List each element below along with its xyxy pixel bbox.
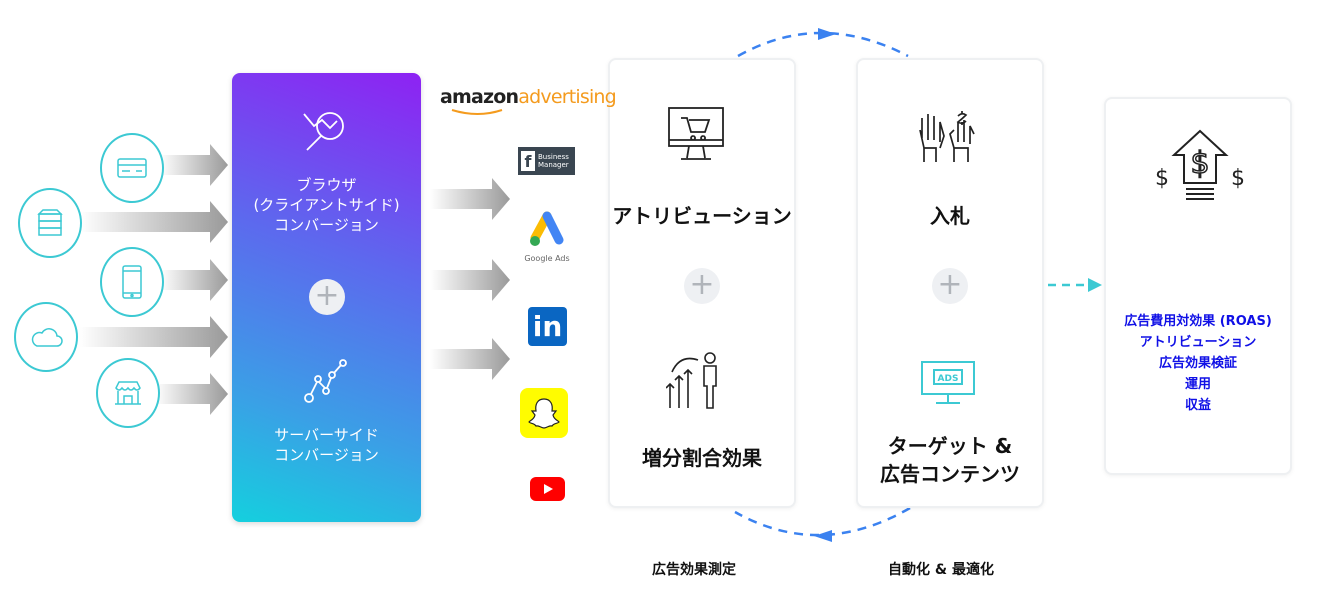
google-ads-icon [530,211,564,246]
computer-cart-icon [668,107,724,160]
facebook-business-manager-logo: f Business Manager [518,147,575,175]
svg-text:ADS: ADS [938,374,959,384]
outcome-card: $ $ $ 広告費用対効果 (ROAS) アトリビューション 広告効果検証 運用 収… [1104,97,1292,475]
automation-caption: 自動化 & 最適化 [888,562,994,578]
line-chart-icon [304,359,347,403]
server-label-1: サーバーサイド [274,426,379,444]
outcome-item: 収益 [1184,398,1211,413]
conversion-box: ブラウザ (クライアントサイド) コンバージョン + サーバーサイド コンバージ… [232,73,421,522]
browser-label-2: (クライアントサイド) [253,196,400,214]
bidding-label: 入札 [930,204,970,228]
plus-icon: + [684,268,720,304]
targeting-label-1: ターゲット & [887,434,1013,458]
outcome-item: 広告効果検証 [1158,356,1237,371]
incrementality-person-icon [666,352,717,409]
google-ads-logo: Google Ads [522,210,572,263]
outcome-item: 広告費用対効果 (ROAS) [1124,314,1272,329]
server-label-2: コンバージョン [274,446,379,464]
cloud-source [14,302,78,372]
phone-source [100,247,164,317]
loop-arrow-bottom [734,506,911,537]
server-source [18,188,82,258]
measurement-caption: 広告効果測定 [652,562,736,578]
plus-icon: + [932,268,968,304]
server-icon [37,209,63,236]
snapchat-logo [520,388,568,438]
platform-arrows [430,178,510,380]
automation-card: 入札 + ADS ターゲット & 広告コンテンツ [856,58,1044,508]
plus-icon: + [309,279,345,315]
cloud-icon [31,328,63,347]
revenue-growth-icon: $ $ $ [1155,129,1245,200]
youtube-icon [543,484,553,494]
store-source [96,358,160,428]
outcome-item: 運用 [1184,377,1211,392]
targeting-label-2: 広告コンテンツ [880,462,1020,486]
svg-text:$: $ [1231,166,1245,191]
snapchat-icon [528,398,560,429]
amazon-advertising-logo: amazonadvertising [440,86,617,115]
browser-label-1: ブラウザ [296,176,357,194]
measurement-card: アトリビューション + 増分割合効果 [608,58,796,508]
smartphone-icon [122,265,142,299]
linkedin-logo: in [528,307,567,346]
credit-card-icon [117,158,147,178]
youtube-logo [530,477,565,501]
card-source [100,133,164,203]
browser-label-3: コンバージョン [274,216,379,234]
svg-text:$: $ [1155,166,1169,191]
bidding-hands-icon [919,111,975,162]
analytics-search-icon [303,112,344,151]
svg-text:$: $ [1190,146,1209,181]
incrementality-label: 増分割合効果 [642,446,762,470]
outcome-item: アトリビューション [1139,335,1257,350]
source-arrows [80,144,228,415]
attribution-label: アトリビューション [612,204,792,228]
store-icon [115,381,141,405]
ads-monitor-icon: ADS [921,361,975,404]
